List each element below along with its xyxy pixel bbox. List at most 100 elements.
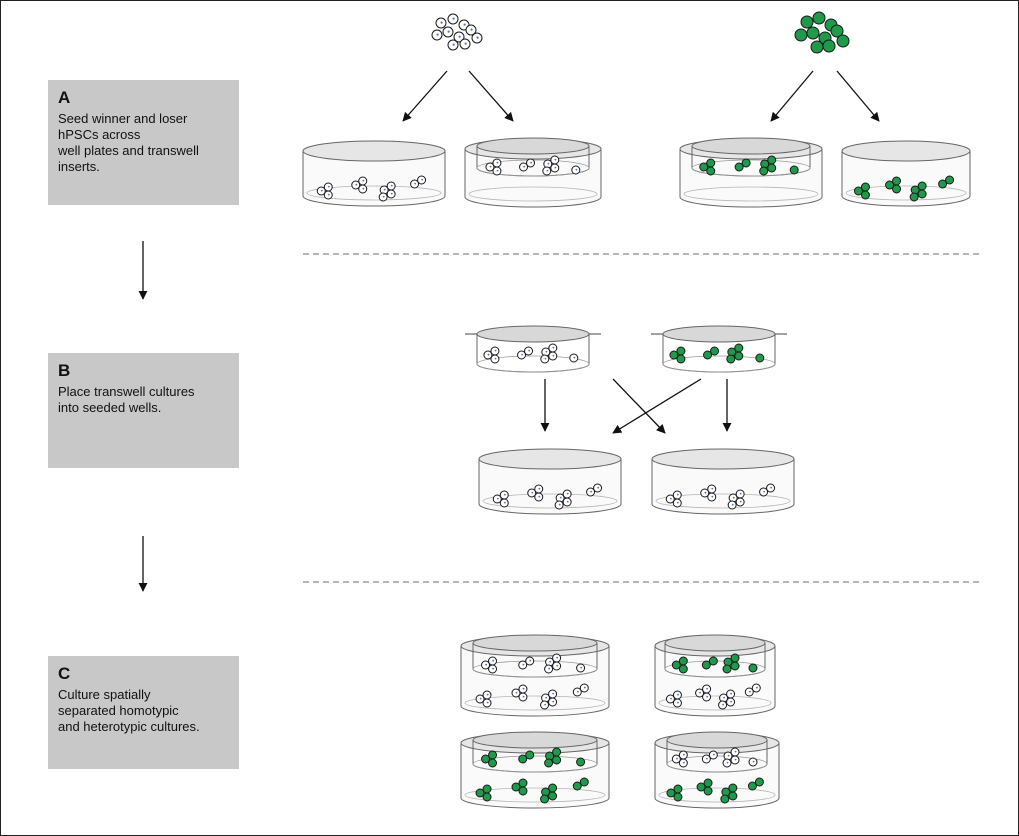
dish-rim	[302, 140, 446, 162]
winner-cell	[722, 664, 732, 674]
dish-rim	[651, 448, 795, 470]
winner-cell	[676, 346, 686, 356]
dish-wall	[302, 151, 446, 207]
winner-cell	[812, 11, 826, 25]
winner-cell	[706, 158, 716, 168]
winner-cell	[703, 786, 713, 796]
winner-cell	[703, 350, 713, 360]
winner-cell	[741, 158, 751, 168]
winner-cell	[747, 781, 757, 791]
step-a-text: Seed winner and loser hPSCs across well …	[58, 111, 199, 174]
winner-cell	[909, 192, 919, 202]
winner-cell	[548, 783, 558, 793]
insert-membrane	[662, 355, 776, 373]
insert-rim	[666, 731, 768, 749]
winner-cell	[525, 750, 535, 760]
winner-cell	[576, 757, 586, 767]
homotypic-winner-c	[654, 731, 780, 809]
winner-cell	[759, 166, 769, 176]
winner-cell	[708, 656, 718, 666]
heterotypic-winner-insert-c	[654, 634, 776, 717]
transwell-insert-winner-b	[651, 325, 787, 373]
arrow-b-cross-to-right	[612, 378, 666, 434]
dish-bottom	[464, 787, 606, 803]
winner-cell	[678, 664, 688, 674]
winner-cell	[806, 26, 820, 40]
winner-cell	[669, 350, 679, 360]
winner-cell	[475, 788, 485, 798]
arrow-loser-to-well	[402, 70, 448, 122]
seeded-well-left-b	[478, 448, 622, 515]
dish-wall	[478, 459, 622, 515]
winner-cell	[482, 784, 492, 794]
winner-cell	[673, 784, 683, 794]
insert-rim	[472, 731, 598, 749]
insert-membrane	[472, 755, 598, 773]
insert-rim	[476, 137, 590, 155]
winner-cell	[703, 778, 713, 788]
insert-membrane	[476, 355, 590, 373]
winner-cell	[748, 663, 758, 673]
well-loser-a	[302, 140, 446, 207]
dish-bottom	[658, 787, 776, 803]
winner-cell	[488, 750, 498, 760]
winner-cell	[885, 180, 895, 190]
dish-bottom	[845, 185, 967, 201]
transwell-insert-loser-b	[465, 325, 601, 373]
winner-cell	[734, 343, 744, 353]
winner-cell	[734, 351, 744, 361]
insert-rim	[476, 325, 590, 343]
winner-cell	[518, 778, 528, 788]
seeded-well-right-b	[651, 448, 795, 515]
step-a-box: A Seed winner and loser hPSCs across wel…	[48, 80, 239, 205]
insert-membrane	[472, 660, 598, 678]
well-with-insert-loser-a	[464, 137, 602, 208]
winner-cell	[710, 346, 720, 356]
arrow-winner-to-insert	[770, 70, 814, 122]
winner-cell	[518, 786, 528, 796]
winner-cell	[572, 781, 582, 791]
winner-cell	[728, 783, 738, 793]
winner-cell	[917, 189, 927, 199]
dish-wall	[460, 743, 610, 809]
well-winner-a	[841, 140, 971, 207]
dish-rim	[478, 448, 622, 470]
winner-cell	[552, 747, 562, 757]
dish-wall	[460, 646, 610, 717]
winner-cell	[892, 176, 902, 186]
dish-wall	[654, 743, 780, 809]
winner-cell	[676, 354, 686, 364]
winner-cell	[579, 777, 589, 787]
winner-cell	[699, 162, 709, 172]
dish-wall	[679, 149, 823, 208]
winner-cell	[789, 165, 799, 175]
winner-cell	[755, 353, 765, 363]
winner-cell	[730, 661, 740, 671]
winner-cell	[734, 162, 744, 172]
winner-cell	[800, 15, 814, 29]
step-b-text: Place transwell cultures into seeded wel…	[58, 384, 195, 415]
insert-rim	[691, 137, 811, 155]
step-c-letter: C	[58, 664, 71, 683]
winner-cell	[552, 755, 562, 765]
winner-cell	[518, 754, 528, 764]
winner-cell	[860, 182, 870, 192]
winner-cell	[822, 39, 836, 53]
dish-wall	[841, 151, 971, 207]
step-b-letter: B	[58, 361, 71, 380]
dish-bottom	[468, 186, 598, 202]
dish-bottom	[683, 186, 819, 202]
insert-rim	[472, 634, 598, 652]
winner-cell	[830, 24, 844, 38]
winner-cell	[673, 792, 683, 802]
winner-cell	[945, 175, 955, 185]
heterotypic-loser-insert-c	[460, 731, 610, 809]
winner-cell	[853, 186, 863, 196]
winner-cell	[860, 190, 870, 200]
step-c-box: C Culture spatially separated homotypic …	[48, 656, 239, 769]
winner-cell	[696, 782, 706, 792]
winner-cell	[666, 788, 676, 798]
winner-cell	[488, 758, 498, 768]
winner-cell	[540, 794, 550, 804]
